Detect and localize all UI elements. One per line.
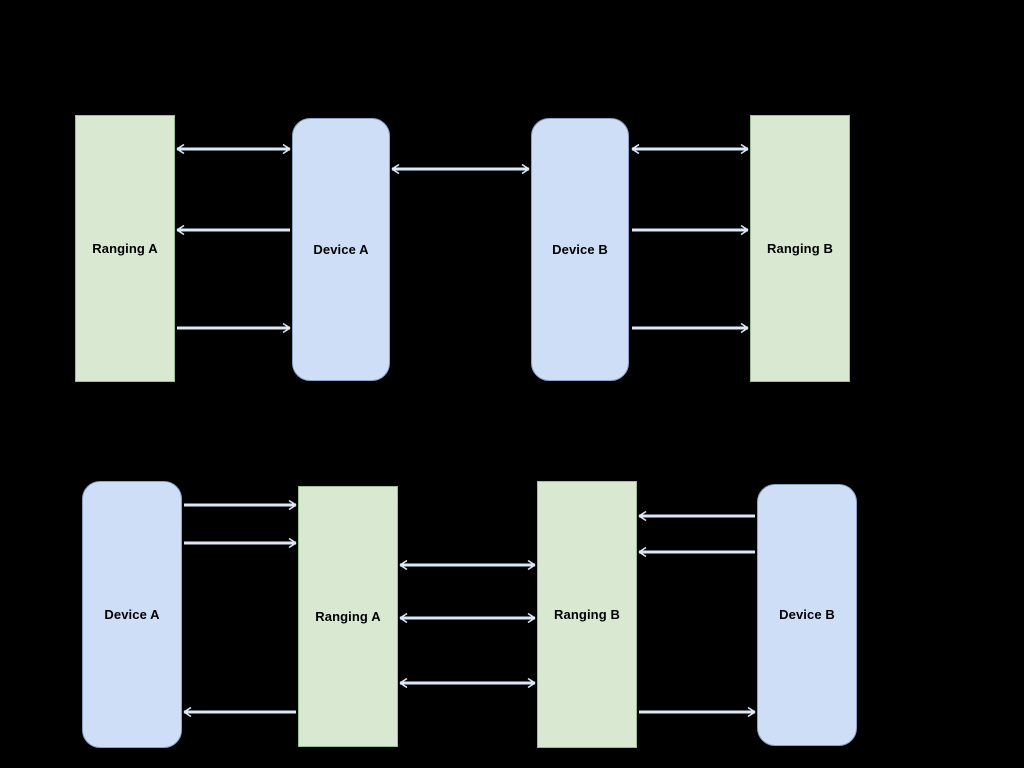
connection-arrow-b7	[627, 504, 767, 528]
node-label: Device A	[313, 241, 369, 257]
connection-arrow-b8	[627, 540, 767, 564]
connection-arrow-t3	[165, 316, 302, 340]
connection-arrow-t1	[165, 137, 302, 161]
connection-arrow-b2	[172, 531, 308, 555]
connection-arrow-b5	[388, 606, 547, 630]
node-bot-device-b[interactable]: Device B	[757, 484, 857, 746]
node-bot-ranging-a[interactable]: Ranging A	[298, 486, 398, 747]
node-bot-device-a[interactable]: Device A	[82, 481, 182, 748]
node-bot-ranging-b[interactable]: Ranging B	[537, 481, 637, 748]
connection-arrow-b6	[388, 671, 547, 695]
connection-arrow-b9	[627, 700, 767, 724]
connection-arrow-t7	[620, 316, 760, 340]
node-label: Ranging B	[767, 240, 833, 256]
connection-arrow-b1	[172, 493, 308, 517]
node-label: Device B	[779, 607, 835, 623]
node-label: Ranging A	[92, 240, 158, 256]
node-top-device-a[interactable]: Device A	[292, 118, 390, 381]
connection-arrow-t2	[165, 218, 302, 242]
node-top-device-b[interactable]: Device B	[531, 118, 629, 381]
node-label: Ranging A	[315, 608, 381, 624]
node-label: Device B	[552, 241, 608, 257]
node-top-ranging-a[interactable]: Ranging A	[75, 115, 175, 382]
connection-arrow-t5	[620, 137, 760, 161]
node-label: Device A	[104, 606, 160, 622]
connection-arrow-b3	[172, 700, 308, 724]
node-label: Ranging B	[554, 606, 620, 622]
connection-arrow-b4	[388, 553, 547, 577]
connection-arrow-t4	[380, 157, 541, 181]
node-top-ranging-b[interactable]: Ranging B	[750, 115, 850, 382]
connection-arrow-t6	[620, 218, 760, 242]
